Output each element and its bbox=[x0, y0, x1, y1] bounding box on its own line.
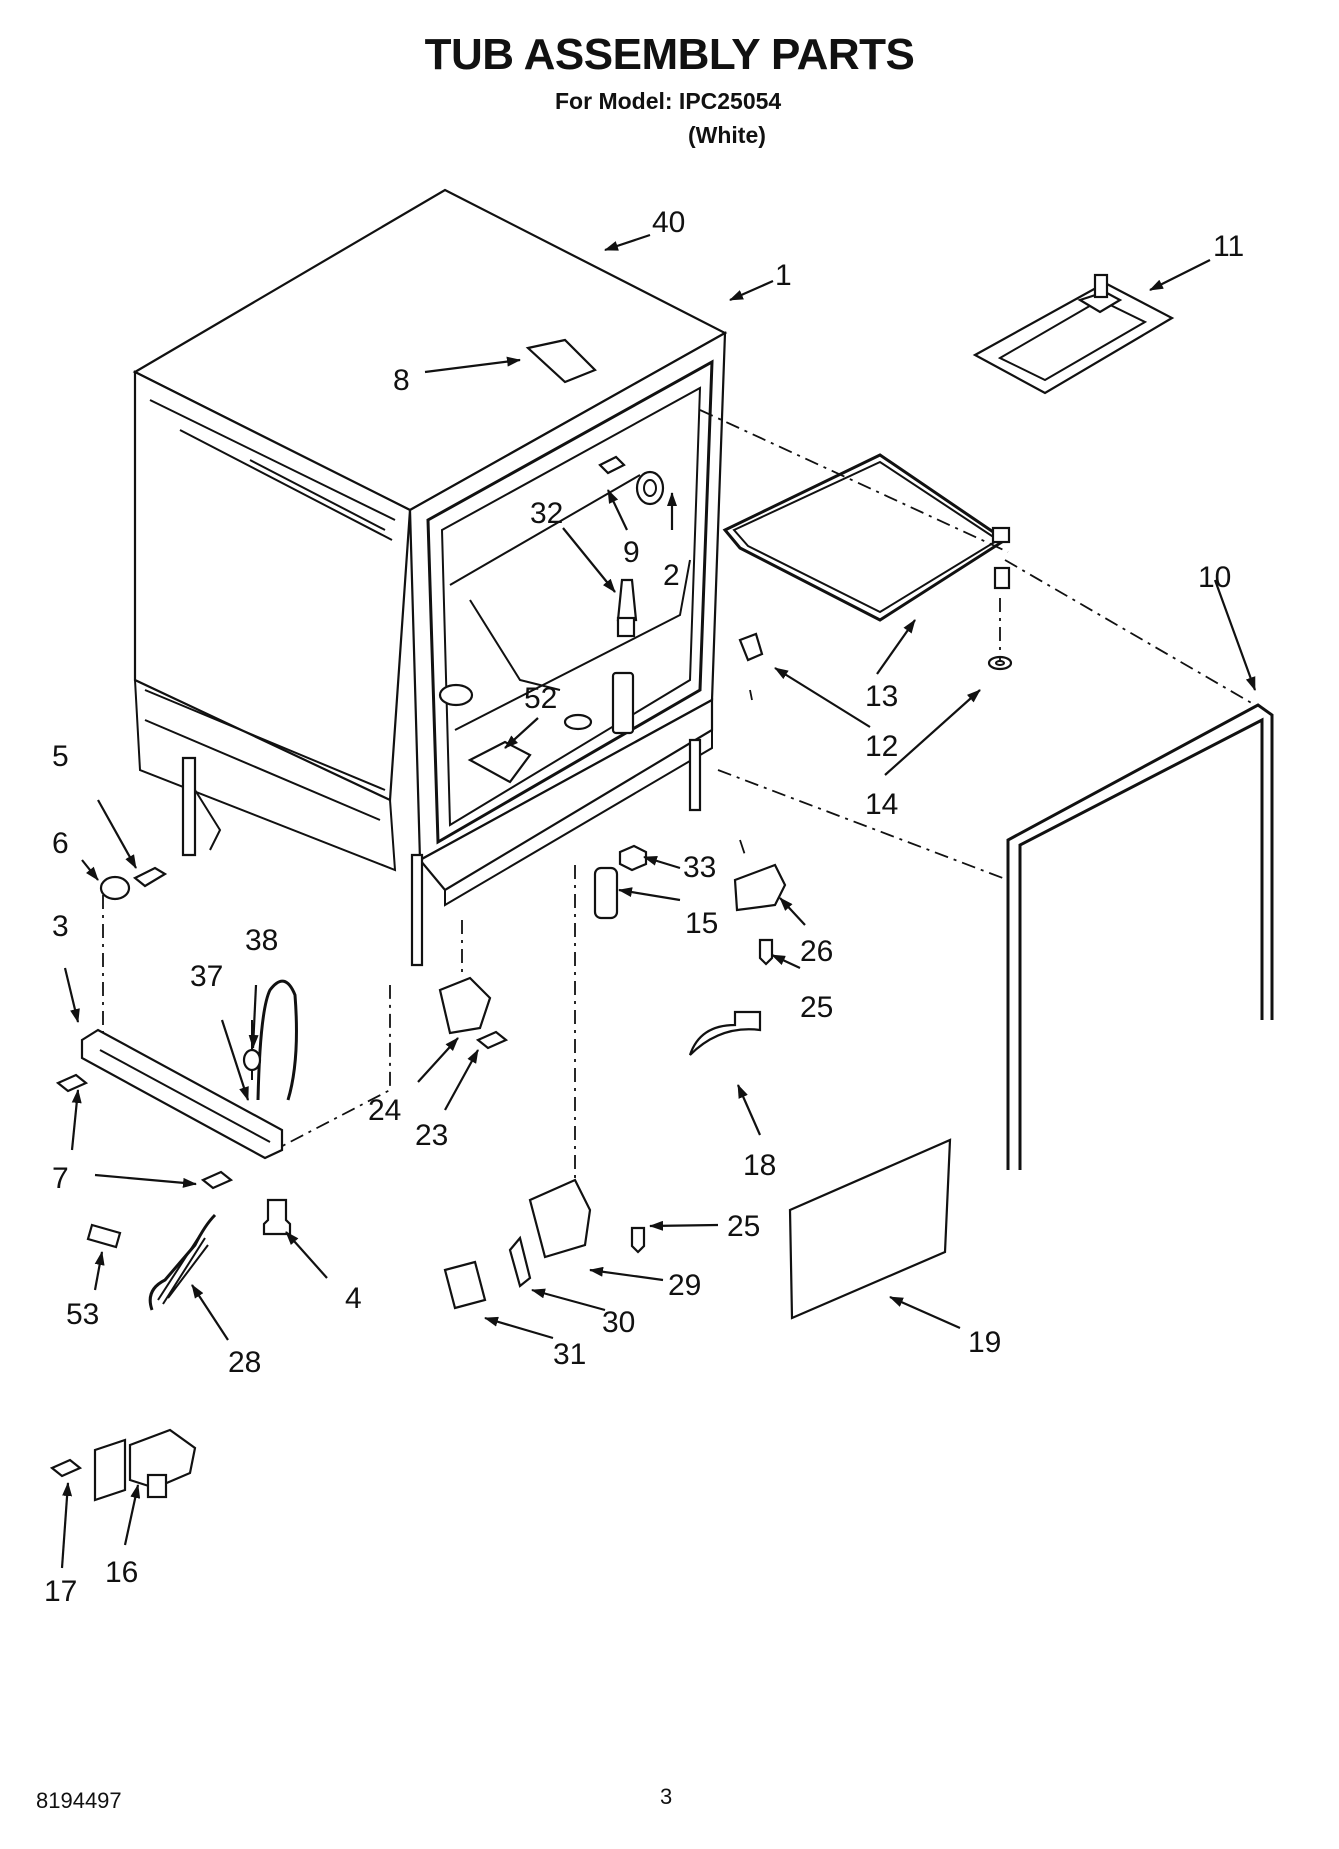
part-3-rail bbox=[80, 1028, 284, 1160]
callout-5: 5 bbox=[52, 740, 69, 773]
callout-4: 4 bbox=[345, 1282, 362, 1315]
part-12-clip bbox=[738, 632, 764, 662]
model-line: For Model: IPC25054 bbox=[555, 88, 782, 114]
callout-38: 38 bbox=[245, 924, 278, 957]
part-19-panel bbox=[788, 1138, 952, 1320]
callout-1: 1 bbox=[775, 259, 792, 292]
part-33-nut bbox=[618, 844, 648, 872]
part-17-screw bbox=[49, 1458, 83, 1478]
color-variant: (White) bbox=[688, 122, 766, 148]
callout-12: 12 bbox=[865, 730, 898, 763]
part-4-leveler bbox=[262, 1198, 292, 1236]
callout-25-lower: 25 bbox=[727, 1210, 760, 1243]
part-25-screw-upper bbox=[758, 938, 774, 966]
part-10-frame bbox=[1006, 703, 1274, 1170]
part-15-spacer bbox=[593, 866, 619, 920]
part-16-valve bbox=[93, 1428, 197, 1502]
part-18-clamp bbox=[688, 1010, 762, 1056]
callout-14: 14 bbox=[865, 788, 898, 821]
part-13-gasket bbox=[722, 453, 1013, 671]
part-11-vent-cover bbox=[972, 273, 1175, 395]
callout-8: 8 bbox=[393, 364, 410, 397]
page-number: 3 bbox=[660, 1784, 673, 1809]
part-26-clip bbox=[733, 863, 787, 912]
callout-37: 37 bbox=[190, 960, 223, 993]
callout-9: 9 bbox=[623, 536, 640, 569]
part-37-hose bbox=[242, 979, 298, 1101]
callout-labels: 40 1 11 8 32 9 2 10 13 12 14 52 5 6 3 38… bbox=[44, 206, 1244, 1608]
part-23-screw bbox=[475, 1030, 509, 1050]
part-24-bracket bbox=[438, 976, 492, 1035]
callout-29: 29 bbox=[668, 1269, 701, 1302]
callout-3: 3 bbox=[52, 910, 69, 943]
part-31-plate bbox=[443, 1260, 487, 1310]
part-28-spring bbox=[148, 1213, 217, 1311]
callout-40: 40 bbox=[652, 206, 685, 239]
callout-16: 16 bbox=[105, 1556, 138, 1589]
part-6-washer bbox=[99, 875, 131, 901]
part-5-screw bbox=[132, 866, 168, 888]
callout-2: 2 bbox=[663, 559, 680, 592]
callout-11: 11 bbox=[1213, 230, 1244, 263]
part-7-screw-lower bbox=[200, 1170, 234, 1190]
document-number: 8194497 bbox=[36, 1788, 122, 1813]
callout-15: 15 bbox=[685, 907, 718, 940]
callout-31: 31 bbox=[553, 1338, 586, 1371]
callout-19: 19 bbox=[968, 1326, 1001, 1359]
page-title: TUB ASSEMBLY PARTS bbox=[424, 30, 915, 79]
callout-26: 26 bbox=[800, 935, 833, 968]
callout-24: 24 bbox=[368, 1094, 401, 1127]
part-29-hinge bbox=[528, 1178, 592, 1259]
callout-33: 33 bbox=[683, 851, 716, 884]
callout-25-upper: 25 bbox=[800, 991, 833, 1024]
callout-18: 18 bbox=[743, 1149, 776, 1182]
callout-7-upper: 7 bbox=[52, 1162, 69, 1195]
callout-52: 52 bbox=[524, 682, 557, 715]
part-7-screw-upper bbox=[55, 1073, 89, 1093]
callout-28: 28 bbox=[228, 1346, 261, 1379]
callout-13: 13 bbox=[865, 680, 898, 713]
callout-30: 30 bbox=[602, 1306, 635, 1339]
part-25-screw-lower bbox=[630, 1226, 646, 1254]
callout-6: 6 bbox=[52, 827, 69, 860]
callout-23: 23 bbox=[415, 1119, 448, 1152]
part-53-label bbox=[86, 1223, 122, 1249]
callout-17: 17 bbox=[44, 1575, 77, 1608]
callout-53: 53 bbox=[66, 1298, 99, 1331]
alignment-lines bbox=[102, 409, 1256, 1210]
callout-10: 10 bbox=[1198, 561, 1231, 594]
leader-arrows bbox=[60, 233, 1257, 1569]
callout-32: 32 bbox=[530, 497, 563, 530]
tub-cabinet bbox=[132, 188, 728, 967]
part-30-lever bbox=[508, 1235, 532, 1288]
